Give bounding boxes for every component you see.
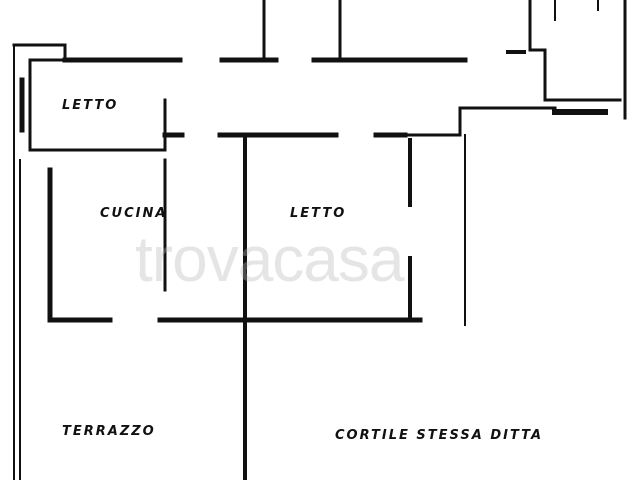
room-label-terrace: TERRAZZO [62, 424, 156, 439]
room-label-kitchen: CUCINA [100, 206, 168, 221]
room-label-bedroom-2: LETTO [290, 206, 347, 221]
room-label-courtyard: CORTILE STESSA DITTA [335, 428, 544, 443]
watermark: trovacasa [135, 223, 404, 295]
room-label-bedroom-1: LETTO [62, 98, 119, 113]
